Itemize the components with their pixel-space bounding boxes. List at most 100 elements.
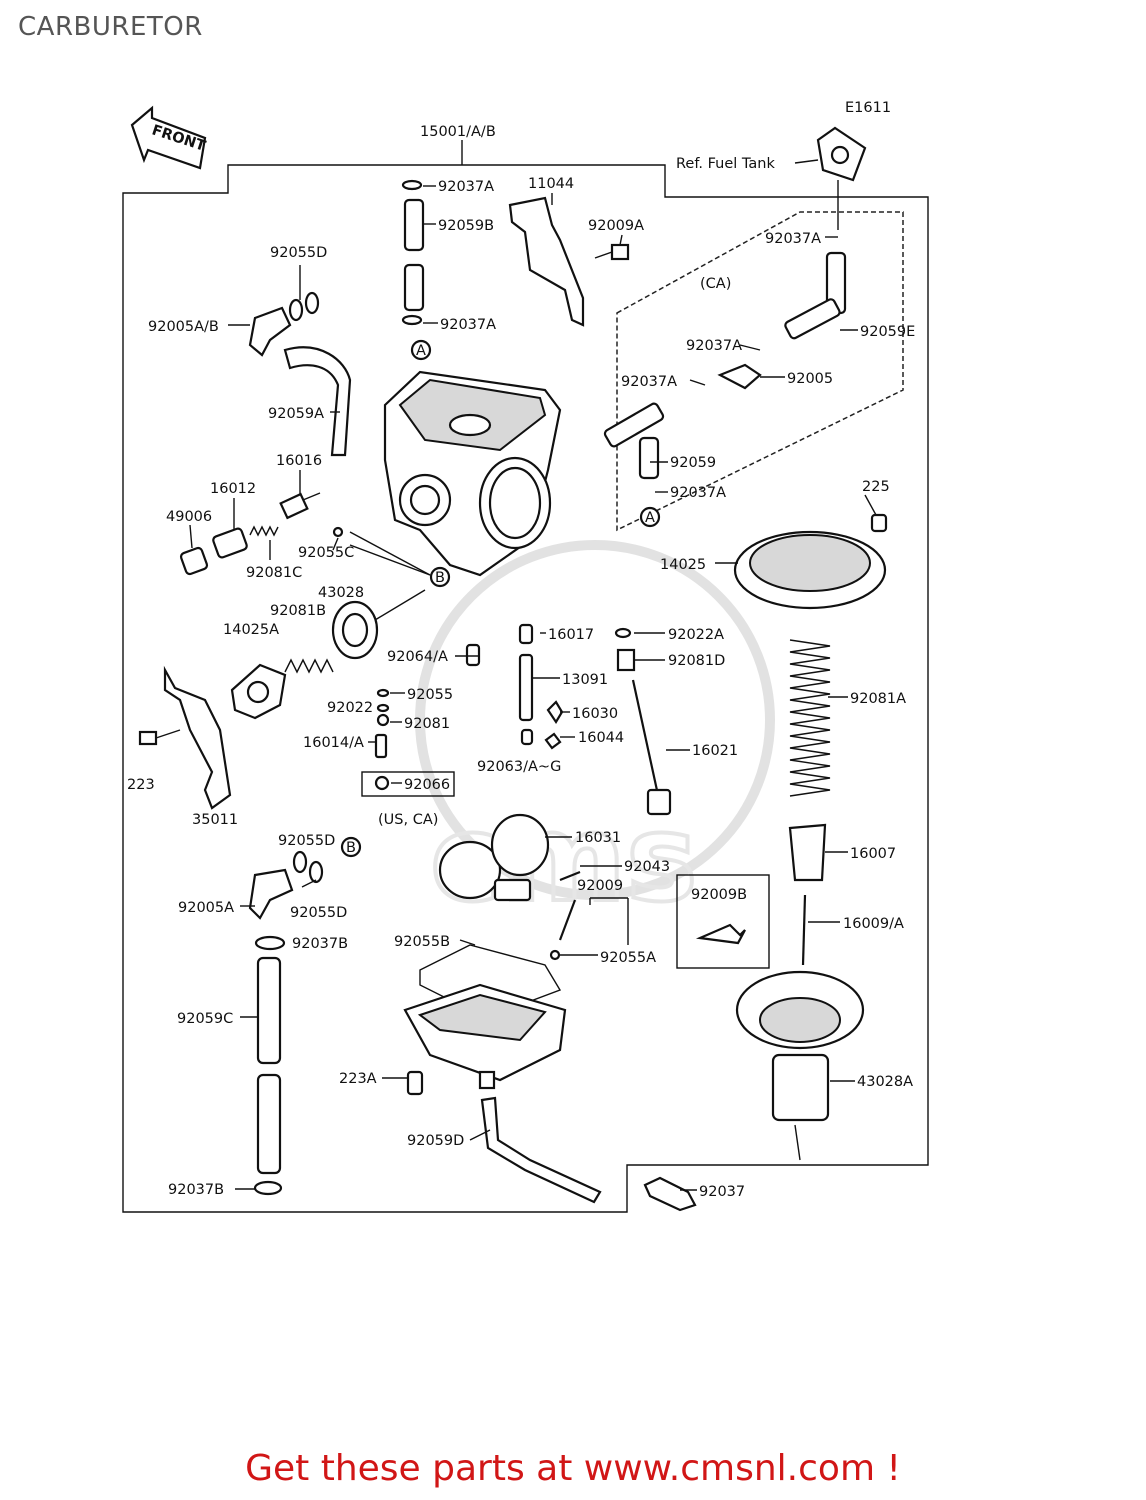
page-title: CARBURETOR — [18, 12, 203, 42]
label-92037B-top: 92037B — [292, 936, 348, 952]
label-92059D: 92059D — [407, 1133, 464, 1149]
label-16031: 16031 — [575, 830, 621, 846]
label-92037A-r3: 92037A — [621, 374, 677, 390]
label-92037A-mid: 92037A — [440, 317, 496, 333]
circle-marker-b-top: B — [429, 566, 451, 588]
label-223A: 223A — [339, 1071, 377, 1087]
label-92055C: 92055C — [298, 545, 354, 561]
diagram-code: E1611 — [845, 100, 891, 116]
label-92005: 92005 — [787, 371, 833, 387]
label-16021: 16021 — [692, 743, 738, 759]
us-ca-box — [361, 771, 455, 797]
label-16012: 16012 — [210, 481, 256, 497]
ca-hoses — [603, 251, 847, 480]
label-14025A: 14025A — [223, 622, 279, 638]
fitting-92005AB — [248, 291, 320, 357]
hose-92059C — [256, 956, 282, 1175]
part-labels: 15001/A/B 11044 92037A 92059B 92037A 920… — [127, 124, 915, 1200]
label-43028A: 43028A — [857, 1074, 913, 1090]
hose-92059A — [283, 346, 352, 457]
bracket-35011 — [163, 665, 232, 810]
drain-hose-92059D — [480, 1096, 602, 1204]
label-92066: 92066 — [404, 777, 450, 793]
float-valve-92009 — [549, 899, 577, 961]
label-92037A-r2: 92037A — [686, 338, 742, 354]
label-ca: (CA) — [700, 276, 731, 292]
jet-needle-16009 — [801, 894, 807, 966]
label-92022: 92022 — [327, 700, 373, 716]
assembly-outline — [122, 164, 929, 1213]
label-92055D-top: 92055D — [270, 245, 327, 261]
circle-marker-a-top: A — [410, 339, 432, 361]
label-92005AB: 92005A/B — [148, 319, 219, 335]
label-223: 223 — [127, 777, 155, 793]
label-16030: 16030 — [572, 706, 618, 722]
float-bowl — [403, 983, 567, 1090]
label-92037A-r1: 92037A — [765, 231, 821, 247]
label-92081: 92081 — [404, 716, 450, 732]
label-92009A: 92009A — [588, 218, 644, 234]
label-16014A: 16014/A — [303, 735, 364, 751]
float-16031 — [438, 813, 581, 902]
label-92059: 92059 — [670, 455, 716, 471]
label-14025: 14025 — [660, 557, 706, 573]
cap-49006 — [179, 546, 209, 576]
label-92043: 92043 — [624, 859, 670, 875]
spring-92081A — [789, 639, 831, 797]
spring-92081B — [284, 658, 334, 674]
label-92081A: 92081A — [850, 691, 906, 707]
svg-text:B: B — [346, 840, 356, 856]
label-92037: 92037 — [699, 1184, 745, 1200]
label-15001: 15001/A/B — [420, 124, 496, 140]
label-92037A-r4: 92037A — [670, 485, 726, 501]
part-16012 — [212, 527, 248, 559]
label-16009A: 16009/A — [843, 916, 904, 932]
label-49006: 49006 — [166, 509, 212, 525]
exploded-parts-diagram: cms FRONT E1611 — [122, 100, 929, 1213]
ca-group-outline — [616, 211, 904, 532]
svg-text:A: A — [416, 343, 426, 359]
screw-16016 — [279, 492, 321, 520]
front-arrow-icon: FRONT — [130, 105, 208, 170]
diaphragm-piston-43028A — [735, 970, 865, 1122]
label-92081C: 92081C — [246, 565, 302, 581]
throttle-bracket — [508, 196, 585, 327]
screw-223A — [406, 1070, 424, 1096]
screw-223 — [138, 729, 181, 746]
label-35011: 35011 — [192, 812, 238, 828]
label-43028: 43028 — [318, 585, 364, 601]
label-92037B-bot: 92037B — [168, 1182, 224, 1198]
promo-link[interactable]: Get these parts at www.cmsnl.com ! — [245, 1448, 901, 1489]
label-92081D: 92081D — [668, 653, 725, 669]
diaphragm-43028 — [331, 589, 426, 660]
circle-marker-b-low: B — [340, 836, 362, 858]
label-92059B: 92059B — [438, 218, 494, 234]
label-92009B: 92009B — [691, 887, 747, 903]
throttle-stop-screw-16021 — [631, 679, 672, 816]
label-92059C: 92059C — [177, 1011, 233, 1027]
leader-lines — [189, 185, 877, 1191]
svg-text:B: B — [435, 570, 445, 586]
spring-92081D — [614, 627, 636, 672]
fuel-tank-fitting — [794, 126, 867, 230]
label-92055A: 92055A — [600, 950, 656, 966]
label-ref-fuel-tank: Ref. Fuel Tank — [676, 156, 775, 172]
vent-hoses-top — [401, 179, 425, 326]
circle-marker-a-ca: A — [639, 506, 661, 528]
clip-92037 — [643, 1176, 697, 1212]
label-16007: 16007 — [850, 846, 896, 862]
label-92005A: 92005A — [178, 900, 234, 916]
label-92059E: 92059E — [860, 324, 915, 340]
screw-92009B-box — [676, 874, 770, 969]
label-16017: 16017 — [548, 627, 594, 643]
label-92064A: 92064/A — [387, 649, 448, 665]
label-16044: 16044 — [578, 730, 624, 746]
label-92055D-low2: 92055D — [290, 905, 347, 921]
needle-retainer-16007 — [788, 823, 827, 882]
label-92081B: 92081B — [270, 603, 326, 619]
label-225: 225 — [862, 479, 890, 495]
label-13091: 13091 — [562, 672, 608, 688]
label-92055D-low: 92055D — [278, 833, 335, 849]
fitting-92005A — [248, 850, 324, 920]
label-92059A: 92059A — [268, 406, 324, 422]
